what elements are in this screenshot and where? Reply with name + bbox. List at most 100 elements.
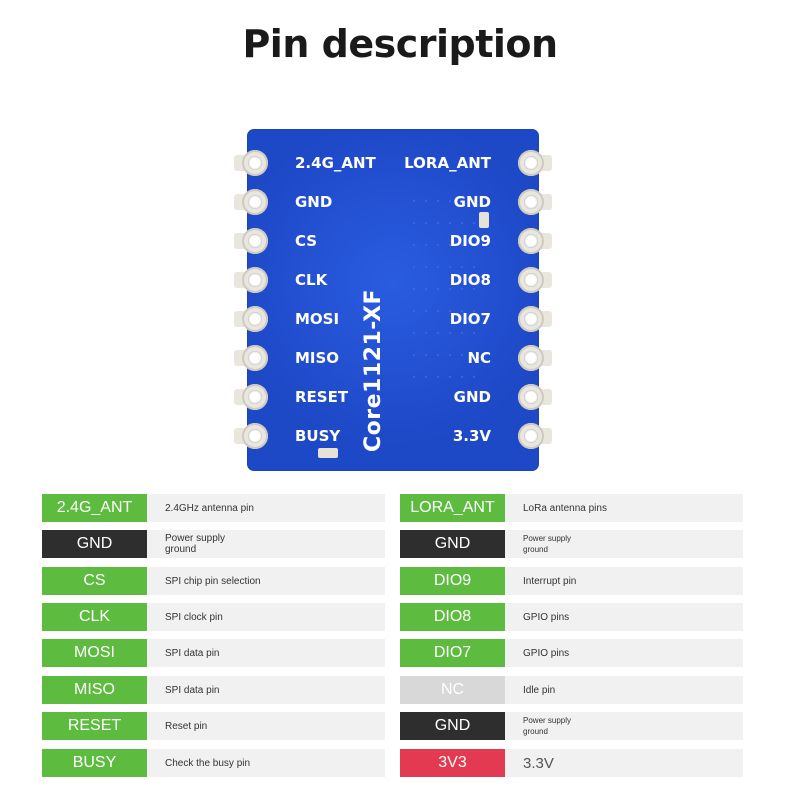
pin-name: MOSI [42, 639, 147, 667]
pin-label: GND [453, 193, 491, 211]
board-surface [248, 130, 538, 470]
via-dot [449, 332, 451, 334]
via-dot [449, 266, 451, 268]
via-dot [449, 376, 451, 378]
pin-pad [234, 423, 276, 449]
pin-pad [234, 267, 276, 293]
pin-label: 3.3V [452, 427, 491, 445]
pin-pad [510, 267, 552, 293]
via-dot [437, 288, 439, 290]
pin-pad [510, 306, 552, 332]
pin-name: MISO [42, 676, 147, 704]
pin-label: MOSI [295, 310, 340, 328]
pin-label: DIO9 [449, 232, 491, 250]
pin-name: 3V3 [400, 749, 505, 777]
via-dot [437, 332, 439, 334]
via-dot [461, 266, 463, 268]
via-dot [473, 288, 475, 290]
pin-name: GND [400, 530, 505, 558]
pin-description: Power supply ground [523, 534, 572, 554]
module-name: Core1121-XF [361, 288, 386, 452]
pin-label: DIO8 [449, 271, 491, 289]
pin-label: RESET [295, 388, 349, 406]
via-dot [473, 310, 475, 312]
via-dot [425, 376, 427, 378]
pin-description: Interrupt pin [505, 567, 743, 595]
pin-pad [510, 189, 552, 215]
pin-description: Power supply ground [523, 716, 572, 736]
via-dot [437, 310, 439, 312]
via-dot [473, 244, 475, 246]
pin-pad [510, 423, 552, 449]
via-dot [413, 288, 415, 290]
via-dot [425, 244, 427, 246]
pin-label: CS [295, 232, 318, 250]
via-dot [449, 244, 451, 246]
via-dot [449, 222, 451, 224]
pin-name: CS [42, 567, 147, 595]
pin-description: 2.4GHz antenna pin [147, 494, 385, 522]
pin-name: RESET [42, 712, 147, 740]
via-dot [473, 354, 475, 356]
via-dot [413, 332, 415, 334]
pin-description: Idle pin [505, 676, 743, 704]
pin-label: LORA_ANT [404, 154, 491, 172]
via-dot [413, 244, 415, 246]
pin-description: SPI data pin [147, 639, 385, 667]
page-title: Pin description [242, 22, 558, 66]
pin-description: LoRa antenna pins [505, 494, 743, 522]
via-dot [461, 354, 463, 356]
via-dot [437, 354, 439, 356]
pin-pad [234, 189, 276, 215]
via-dot [449, 200, 451, 202]
via-dot [425, 266, 427, 268]
via-dot [461, 244, 463, 246]
pin-pad [234, 306, 276, 332]
pin-description: Check the busy pin [147, 749, 385, 777]
via-dot [437, 222, 439, 224]
pin-pad [510, 345, 552, 371]
via-dot [425, 288, 427, 290]
pin-description: SPI clock pin [147, 603, 385, 631]
pin-name: GND [42, 530, 147, 558]
smd-component [479, 212, 489, 228]
via-dot [425, 332, 427, 334]
pin-description-cell: Power supply ground [505, 712, 743, 740]
via-dot [449, 354, 451, 356]
pin-label: DIO7 [449, 310, 491, 328]
pin-pad [510, 228, 552, 254]
pin-description: Reset pin [147, 712, 385, 740]
via-dot [425, 354, 427, 356]
via-dot [461, 222, 463, 224]
pin-description-cell: Power supply ground [147, 530, 385, 558]
pin-label: CLK [295, 271, 328, 289]
via-dot [473, 266, 475, 268]
via-dot [425, 310, 427, 312]
pin-pad [234, 384, 276, 410]
via-dot [473, 332, 475, 334]
via-dot [437, 266, 439, 268]
pin-pad [234, 345, 276, 371]
via-dot [449, 288, 451, 290]
via-dot [473, 376, 475, 378]
via-dot [473, 222, 475, 224]
via-dot [437, 376, 439, 378]
pin-name: NC [400, 676, 505, 704]
pin-label: NC [467, 349, 491, 367]
via-dot [461, 310, 463, 312]
via-dot [437, 200, 439, 202]
via-dot [425, 222, 427, 224]
pin-name: LORA_ANT [400, 494, 505, 522]
